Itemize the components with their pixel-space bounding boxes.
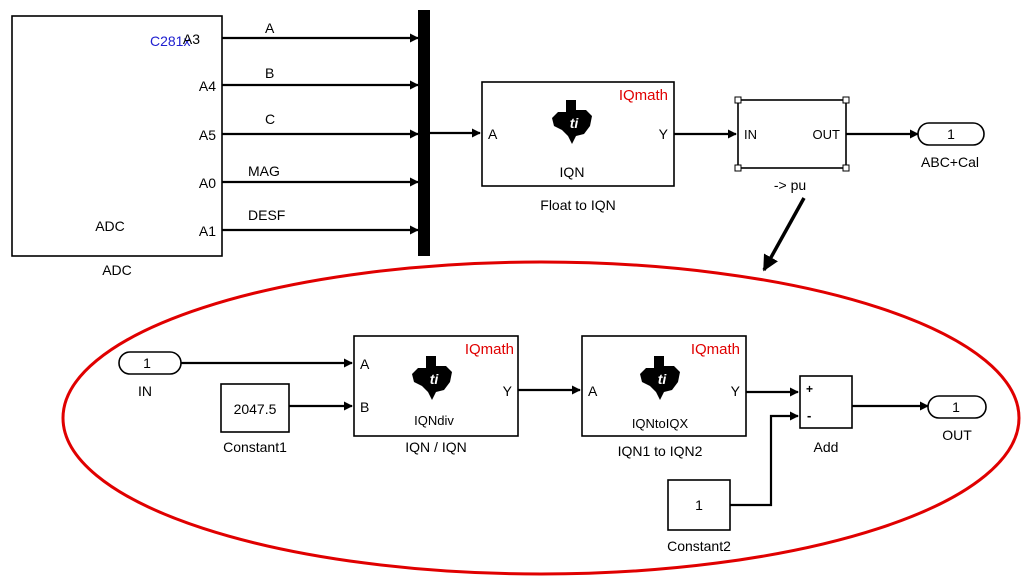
- signal-label-mag: MAG: [248, 163, 280, 179]
- iqn-to-iqx-inner-label: IQNtoIQX: [632, 416, 689, 431]
- adc-port-a0: A0: [199, 175, 216, 191]
- constant1-value: 2047.5: [234, 401, 277, 417]
- out-outport[interactable]: 1: [927, 395, 987, 419]
- adc-signal-lines: [222, 33, 419, 235]
- abc-cal-outport[interactable]: 1: [917, 122, 985, 146]
- abc-cal-outport-label: ABC+Cal: [921, 154, 979, 170]
- add-block[interactable]: + -: [799, 375, 853, 429]
- pu-subsystem-block[interactable]: IN OUT: [734, 96, 850, 172]
- add-minus-sign: -: [807, 408, 811, 423]
- iqn-div-in-a: A: [360, 356, 370, 372]
- in-inport[interactable]: 1: [118, 351, 182, 375]
- adc-block-label: ADC: [102, 262, 132, 278]
- signal-label-a: A: [265, 20, 275, 36]
- float-to-iqn-inner-label: IQN: [560, 164, 585, 180]
- constant1-label: Constant1: [223, 439, 287, 455]
- iqn-to-iqx-lib-tag: IQmath: [691, 341, 740, 358]
- in-inport-number: 1: [143, 355, 151, 371]
- adc-port-a1: A1: [199, 223, 216, 239]
- float-to-iqn-in-port: A: [488, 126, 498, 142]
- constant1-block[interactable]: 2047.5: [220, 383, 290, 433]
- mux-block[interactable]: [418, 10, 430, 256]
- iqn-to-iqx-out-port: Y: [731, 383, 741, 399]
- constant2-label: Constant2: [667, 538, 731, 554]
- float-to-iqn-label: Float to IQN: [540, 197, 615, 213]
- adc-port-a4: A4: [199, 78, 216, 94]
- adc-block[interactable]: C281x A3 A4 A5 A0 A1 ADC: [11, 15, 223, 257]
- adc-port-a5: A5: [199, 127, 216, 143]
- iqn-div-block[interactable]: IQmath A B Y IQNdiv: [353, 335, 519, 437]
- signal-label-c: C: [265, 111, 275, 127]
- abc-cal-outport-number: 1: [947, 126, 955, 142]
- signal-label-b: B: [265, 65, 274, 81]
- iqn-div-in-b: B: [360, 399, 369, 415]
- const2-to-add-line: [730, 411, 799, 507]
- out-outport-label: OUT: [942, 427, 972, 443]
- constant2-block[interactable]: 1: [667, 479, 731, 531]
- float-to-iqn-block[interactable]: IQmath A Y IQN: [481, 81, 675, 187]
- in-inport-label: IN: [138, 383, 152, 399]
- pu-subsystem-label: -> pu: [774, 177, 806, 193]
- iqn-div-lib-tag: IQmath: [465, 341, 514, 358]
- adc-port-a3: A3: [183, 31, 200, 47]
- iqn-to-iqx-label: IQN1 to IQN2: [618, 443, 703, 459]
- iqn-div-out-port: Y: [503, 383, 513, 399]
- adc-target-tag: C281x: [150, 33, 190, 49]
- iqn-to-iqx-block[interactable]: IQmath A Y IQNtoIQX: [581, 335, 747, 437]
- pu-in-port: IN: [744, 127, 757, 142]
- adc-inner-label: ADC: [95, 218, 125, 234]
- drilldown-arrow: [762, 197, 806, 272]
- pu-out-port: OUT: [813, 127, 841, 142]
- iqn-div-label: IQN / IQN: [405, 439, 466, 455]
- subsystem-highlight-ellipse: [61, 260, 1021, 576]
- float-to-iqn-lib-tag: IQmath: [619, 87, 668, 104]
- out-outport-number: 1: [952, 399, 960, 415]
- float-to-iqn-out-port: Y: [659, 126, 669, 142]
- iqn-div-inner-label: IQNdiv: [414, 413, 454, 428]
- add-plus-sign: +: [806, 382, 813, 396]
- constant2-value: 1: [695, 497, 703, 513]
- signal-label-desf: DESF: [248, 207, 285, 223]
- iqn-to-iqx-in-port: A: [588, 383, 598, 399]
- add-label: Add: [814, 439, 839, 455]
